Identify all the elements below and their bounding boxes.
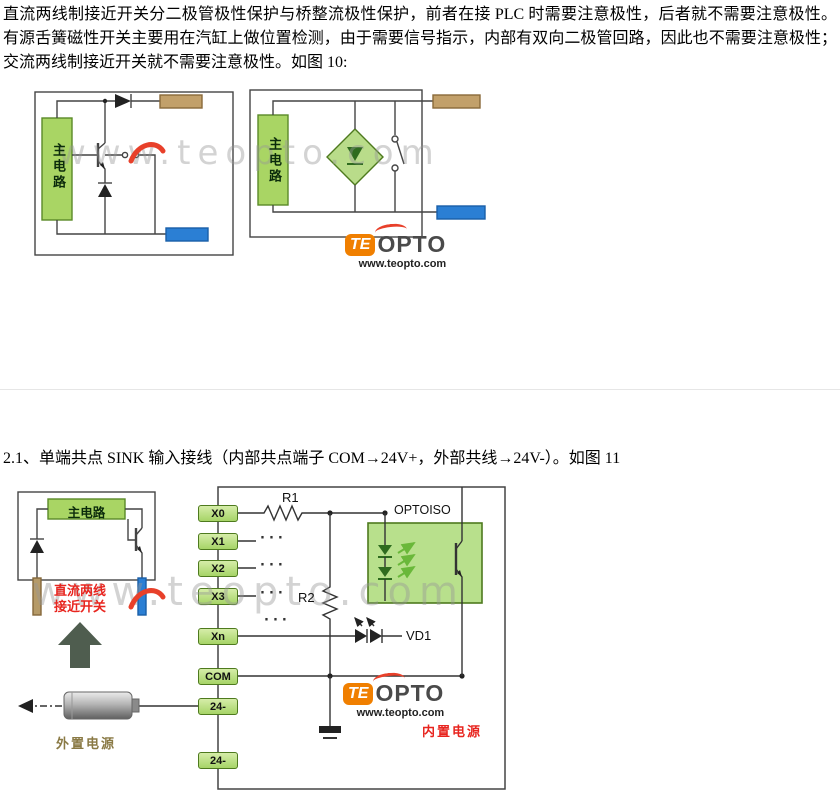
optocoupler <box>367 487 483 676</box>
left-arrow-icon <box>18 699 33 713</box>
teopto-logo-url: www.teopto.com <box>356 707 445 719</box>
up-arrow-icon <box>58 622 102 668</box>
teopto-logo-word: OPTO <box>375 680 445 706</box>
reverse-diode-icon <box>98 184 112 197</box>
vd1-led-icon <box>355 629 367 643</box>
switch-label-line1: 直流两线 <box>53 583 106 598</box>
proximity-switch-label: 直流两线 接近开关 <box>46 583 114 615</box>
contact-icon <box>132 151 140 159</box>
terminal-24v-minus-bottom: 24- <box>198 752 238 769</box>
contact-icon <box>391 135 399 143</box>
contact-icon <box>391 164 399 172</box>
diode-icon <box>30 540 44 553</box>
terminal-24v-minus: 24- <box>198 698 238 715</box>
main-circuit-label: 主电路 <box>67 506 106 520</box>
opto-led-icon <box>378 567 392 577</box>
section-2-1-heading: 2.1、单端共点 SINK 输入接线（内部共点端子 COM→24V+，外部共线→… <box>3 450 621 467</box>
main-circuit-label: 主电路 <box>267 137 282 185</box>
teopto-logo-mark: TE <box>343 682 374 705</box>
ellipsis: ··· <box>260 586 287 601</box>
teopto-logo: TE OPTO www.teopto.com <box>345 222 447 270</box>
terminal-com: COM <box>198 668 238 685</box>
teopto-logo-url: www.teopto.com <box>358 258 447 270</box>
figure-11: X0 X1 X2 X3 Xn COM 24- 24- ··· ··· ··· ·… <box>10 483 535 798</box>
ellipsis: ··· <box>260 558 287 573</box>
paragraph-1: 直流两线制接近开关分二极管极性保护与桥整流极性保护，前者在接 PLC 时需要注意… <box>3 6 837 71</box>
bridge-protection-circuit <box>249 89 486 238</box>
terminal-x0: X0 <box>198 505 238 522</box>
opto-led-icon <box>378 545 392 555</box>
external-power-label: 外置电源 <box>56 736 117 751</box>
resistor-r2-icon <box>321 585 339 621</box>
blue-lead <box>137 577 147 616</box>
switch-label-line2: 接近开关 <box>53 599 106 614</box>
optoiso-box <box>367 522 483 604</box>
brown-wire-terminal <box>432 94 481 109</box>
figure-10: www.teopto.com 主电路 主电路 TE OPTO www.teopt… <box>30 85 505 290</box>
internal-power-label: 内置电源 <box>422 724 483 739</box>
teopto-logo-word: OPTO <box>377 231 447 257</box>
figure11-circuit-drawing <box>17 486 506 790</box>
ellipsis: ··· <box>260 531 287 546</box>
teopto-logo: TE OPTO www.teopto.com <box>343 671 445 719</box>
vd1-label: VD1 <box>406 628 432 643</box>
ellipsis: ··· <box>264 613 291 628</box>
blue-wire-terminal <box>436 205 486 220</box>
terminal-x1: X1 <box>198 533 238 550</box>
contact-icon <box>121 151 129 159</box>
brown-lead <box>32 577 42 616</box>
ground-icon <box>319 726 341 733</box>
main-circuit-label: 主电路 <box>51 143 66 191</box>
resistor-r1-icon <box>260 504 308 522</box>
diode-protection-circuit <box>34 91 234 256</box>
r2-label: R2 <box>298 590 315 605</box>
series-diode-icon <box>115 94 131 108</box>
terminal-x2: X2 <box>198 560 238 577</box>
plc-wiring <box>18 504 465 739</box>
page-divider <box>0 389 840 390</box>
blue-wire-terminal <box>165 227 209 242</box>
figure10-circuit-drawing <box>34 89 486 256</box>
battery-icon <box>63 691 140 720</box>
optoiso-label: OPTOISO <box>394 503 451 517</box>
terminal-xn: Xn <box>198 628 238 645</box>
terminal-x3: X3 <box>198 588 238 605</box>
vd1-led-icon <box>370 629 382 643</box>
brown-wire-terminal <box>159 94 203 109</box>
teopto-logo-mark: TE <box>345 233 376 256</box>
r1-label: R1 <box>282 490 299 505</box>
